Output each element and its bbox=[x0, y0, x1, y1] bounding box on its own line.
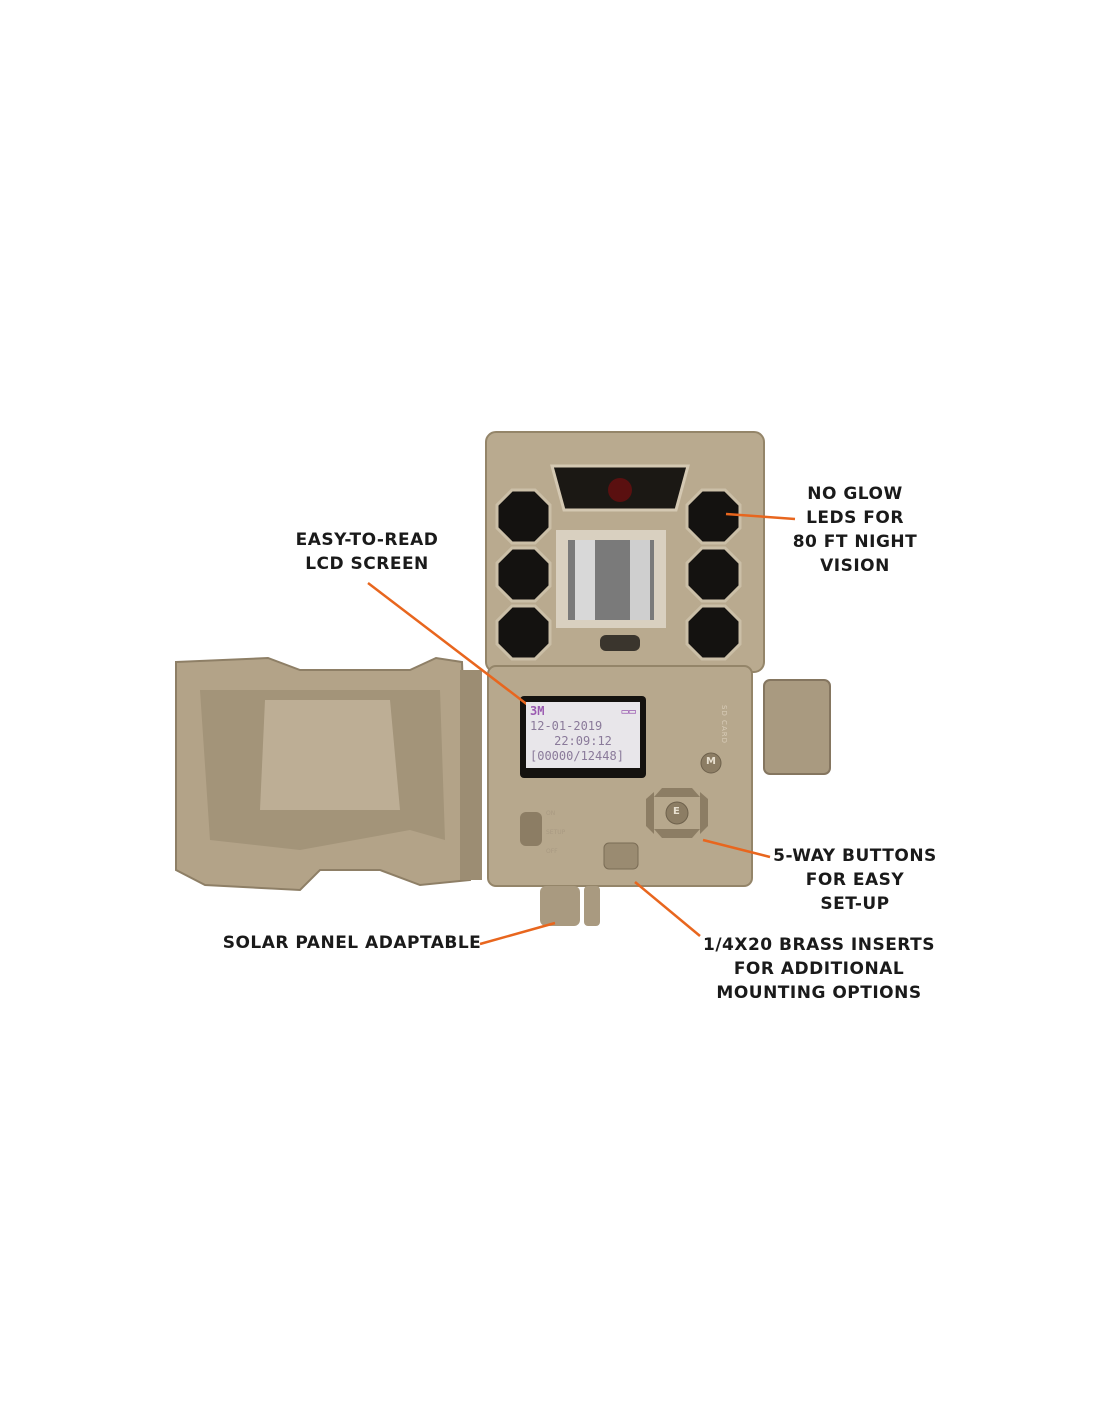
callout-line-lcd bbox=[367, 582, 538, 713]
enter-button: E bbox=[673, 806, 680, 817]
infrared-led-panels bbox=[495, 488, 742, 661]
callout-solar: SOLAR PANEL ADAPTABLE bbox=[222, 933, 482, 953]
switch-label-setup: SETUP bbox=[546, 829, 566, 836]
callout-line-solar bbox=[479, 921, 556, 946]
switch-label-on: ON bbox=[546, 810, 556, 817]
callout-lines bbox=[367, 512, 796, 946]
lcd-mode: 3M bbox=[530, 704, 545, 718]
lcd-screen: 3M ▭▭ 12-01-2019 22:09:12 [00000/12448] bbox=[526, 702, 640, 768]
sd-card-label: SD CARD bbox=[720, 705, 728, 744]
lcd-date: 12-01-2019 bbox=[530, 719, 603, 733]
menu-button: M bbox=[706, 756, 716, 767]
camera-door bbox=[175, 656, 482, 892]
switch-label-off: OFF bbox=[546, 848, 558, 855]
lcd-count: [00000/12448] bbox=[530, 749, 624, 763]
callout-line-brass bbox=[634, 881, 701, 937]
sd-battery-icon: ▭▭ bbox=[621, 704, 636, 718]
callout-line-leds bbox=[725, 512, 796, 521]
callout-line-buttons bbox=[702, 838, 771, 859]
lcd-time: 22:09:12 bbox=[554, 734, 612, 748]
